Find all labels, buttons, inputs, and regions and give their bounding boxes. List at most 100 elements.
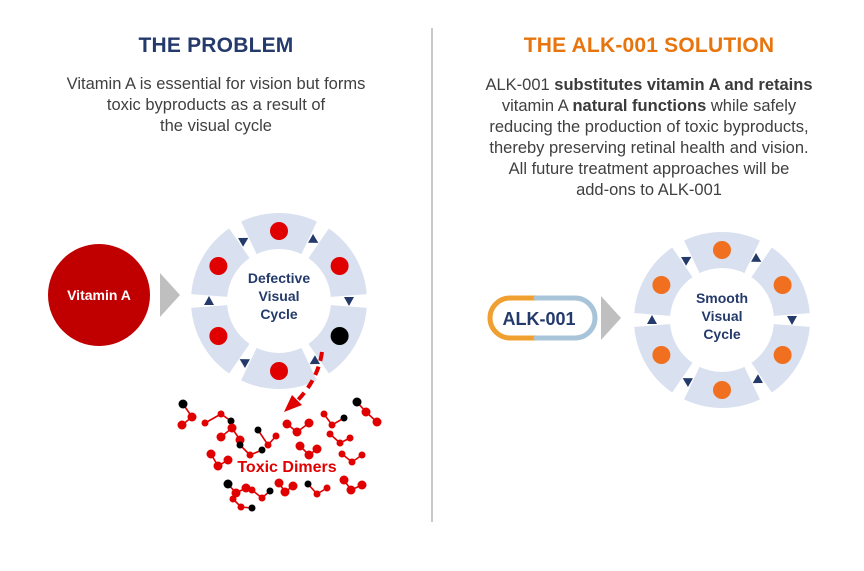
problem-description-line: Vitamin A is essential for vision but fo… [66,75,366,93]
dimer-atom [264,441,272,449]
alk-001-label: ALK-001 [502,309,575,329]
dimer-atom [323,484,331,492]
cycle-molecule-dot [652,276,671,294]
dimer-atom [313,490,321,498]
dimer-atom-black [340,414,348,422]
cycle-molecule-dot [330,257,349,275]
dimer-atom [339,475,349,485]
dimer-atom [272,432,280,440]
dimer-atom [217,410,225,418]
cycle-molecule-dot [209,257,228,275]
dimer-atom-black [266,487,274,495]
dimer-atom [231,488,241,498]
dimer-atom [187,412,197,422]
vitamin-a-circle [48,244,150,346]
toxic-dimers-cluster [177,397,382,512]
dimer-atom [235,435,245,445]
triangle-right-icon [601,296,621,340]
cycle-arrow-icon [752,374,763,384]
cycle-arrow-icon [238,237,249,247]
dimer-atom [358,451,366,459]
triangle-right-icon [160,273,180,317]
dimer-atom [304,418,314,428]
dimer-atom [346,434,354,442]
dimer-atom-black [304,480,312,488]
desc-plain-text: ALK-001 [485,76,555,94]
cycle-molecule-dot [270,362,288,380]
cycle-molecule-dot [209,327,228,345]
dimer-atom-black [227,417,235,425]
smooth-cycle-label: Cycle [703,326,741,342]
dimer-atom [304,450,314,460]
smooth-cycle-label: Smooth [696,290,748,306]
solution-description: ALK-001 substitutes vitamin A and retain… [434,75,864,201]
dimer-atom [348,458,356,466]
dimer-atom [288,481,298,491]
problem-description-line: toxic byproducts as a result of [106,96,326,114]
defective-cycle-ring [191,212,367,390]
dimer-atom [227,423,237,433]
cycle-arrow-icon [787,316,797,325]
dimer-atom [248,486,256,494]
dimer-atom [216,432,226,442]
desc-bold-text: substitutes vitamin A and retains [554,76,813,94]
smooth-cycle-ring [634,232,810,408]
cycle-molecule-dot [270,222,288,240]
dimer-atom [361,407,371,417]
black-byproduct-dot [330,327,349,345]
cycle-molecule-dot [713,241,731,259]
problem-panel: THE PROBLEM Vitamin A is essential for v… [0,34,432,137]
dimer-atom [320,410,328,418]
solution-description-line: reducing the production of toxic byprodu… [489,118,809,136]
dimer-atom [280,487,290,497]
cycle-arrow-icon [309,355,320,365]
problem-description-line: the visual cycle [160,117,272,135]
cycle-arrow-icon [344,297,354,306]
desc-bold-text: natural functions [572,97,707,115]
dimer-atom [274,478,284,488]
dimer-atom [295,441,305,451]
cycle-arrow-icon [751,253,762,262]
dimer-atom-black [352,397,362,407]
dimer-atom [357,480,367,490]
alk-001-capsule [487,295,598,341]
dimer-atom [237,503,245,511]
dimer-atom [326,430,334,438]
cycle-molecule-dot [773,346,792,364]
solution-panel: THE ALK-001 SOLUTION ALK-001 substitutes… [434,0,864,571]
dimer-atom [206,449,216,459]
dimer-atom [258,494,266,502]
cycle-arrow-icon [681,256,692,266]
solution-description-line: add-ons to ALK-001 [576,181,722,199]
dimer-atom-black [236,441,244,449]
dimer-atom [229,495,237,503]
cycle-molecule-dot [652,346,671,364]
solution-description-line: ALK-001 substitutes vitamin A and retain… [434,75,864,96]
problem-title: THE PROBLEM [138,34,294,57]
defective-cycle-label: Defective [248,270,310,286]
dimer-atom-black [223,479,233,489]
dimer-atom [213,461,223,471]
vitamin-a-label: Vitamin A [67,287,131,303]
desc-plain-text: while safely [706,97,797,115]
cycle-molecule-dot [713,381,731,399]
dimer-atom-black [258,446,266,454]
defective-cycle-label: Cycle [260,306,298,322]
dashed-arrow-head-icon [284,395,302,412]
cycle-arrow-icon [239,359,250,368]
dimer-atom [241,483,251,493]
cycle-arrow-icon [204,296,214,305]
dimer-atom [346,485,356,495]
solution-title: THE ALK-001 SOLUTION [523,34,775,57]
dimer-atom [246,451,254,459]
solution-description-line: thereby preserving retinal health and vi… [489,139,809,157]
dimer-atom [292,427,302,437]
defective-cycle-label: Visual [259,288,300,304]
desc-plain-text: vitamin A [501,97,573,115]
problem-description: Vitamin A is essential for vision but fo… [0,74,432,137]
cycle-molecule-dot [773,276,792,294]
dimer-atom [312,444,322,454]
cycle-arrow-icon [682,378,693,387]
dimer-atom-black [178,399,188,409]
dimer-atom [223,455,233,465]
